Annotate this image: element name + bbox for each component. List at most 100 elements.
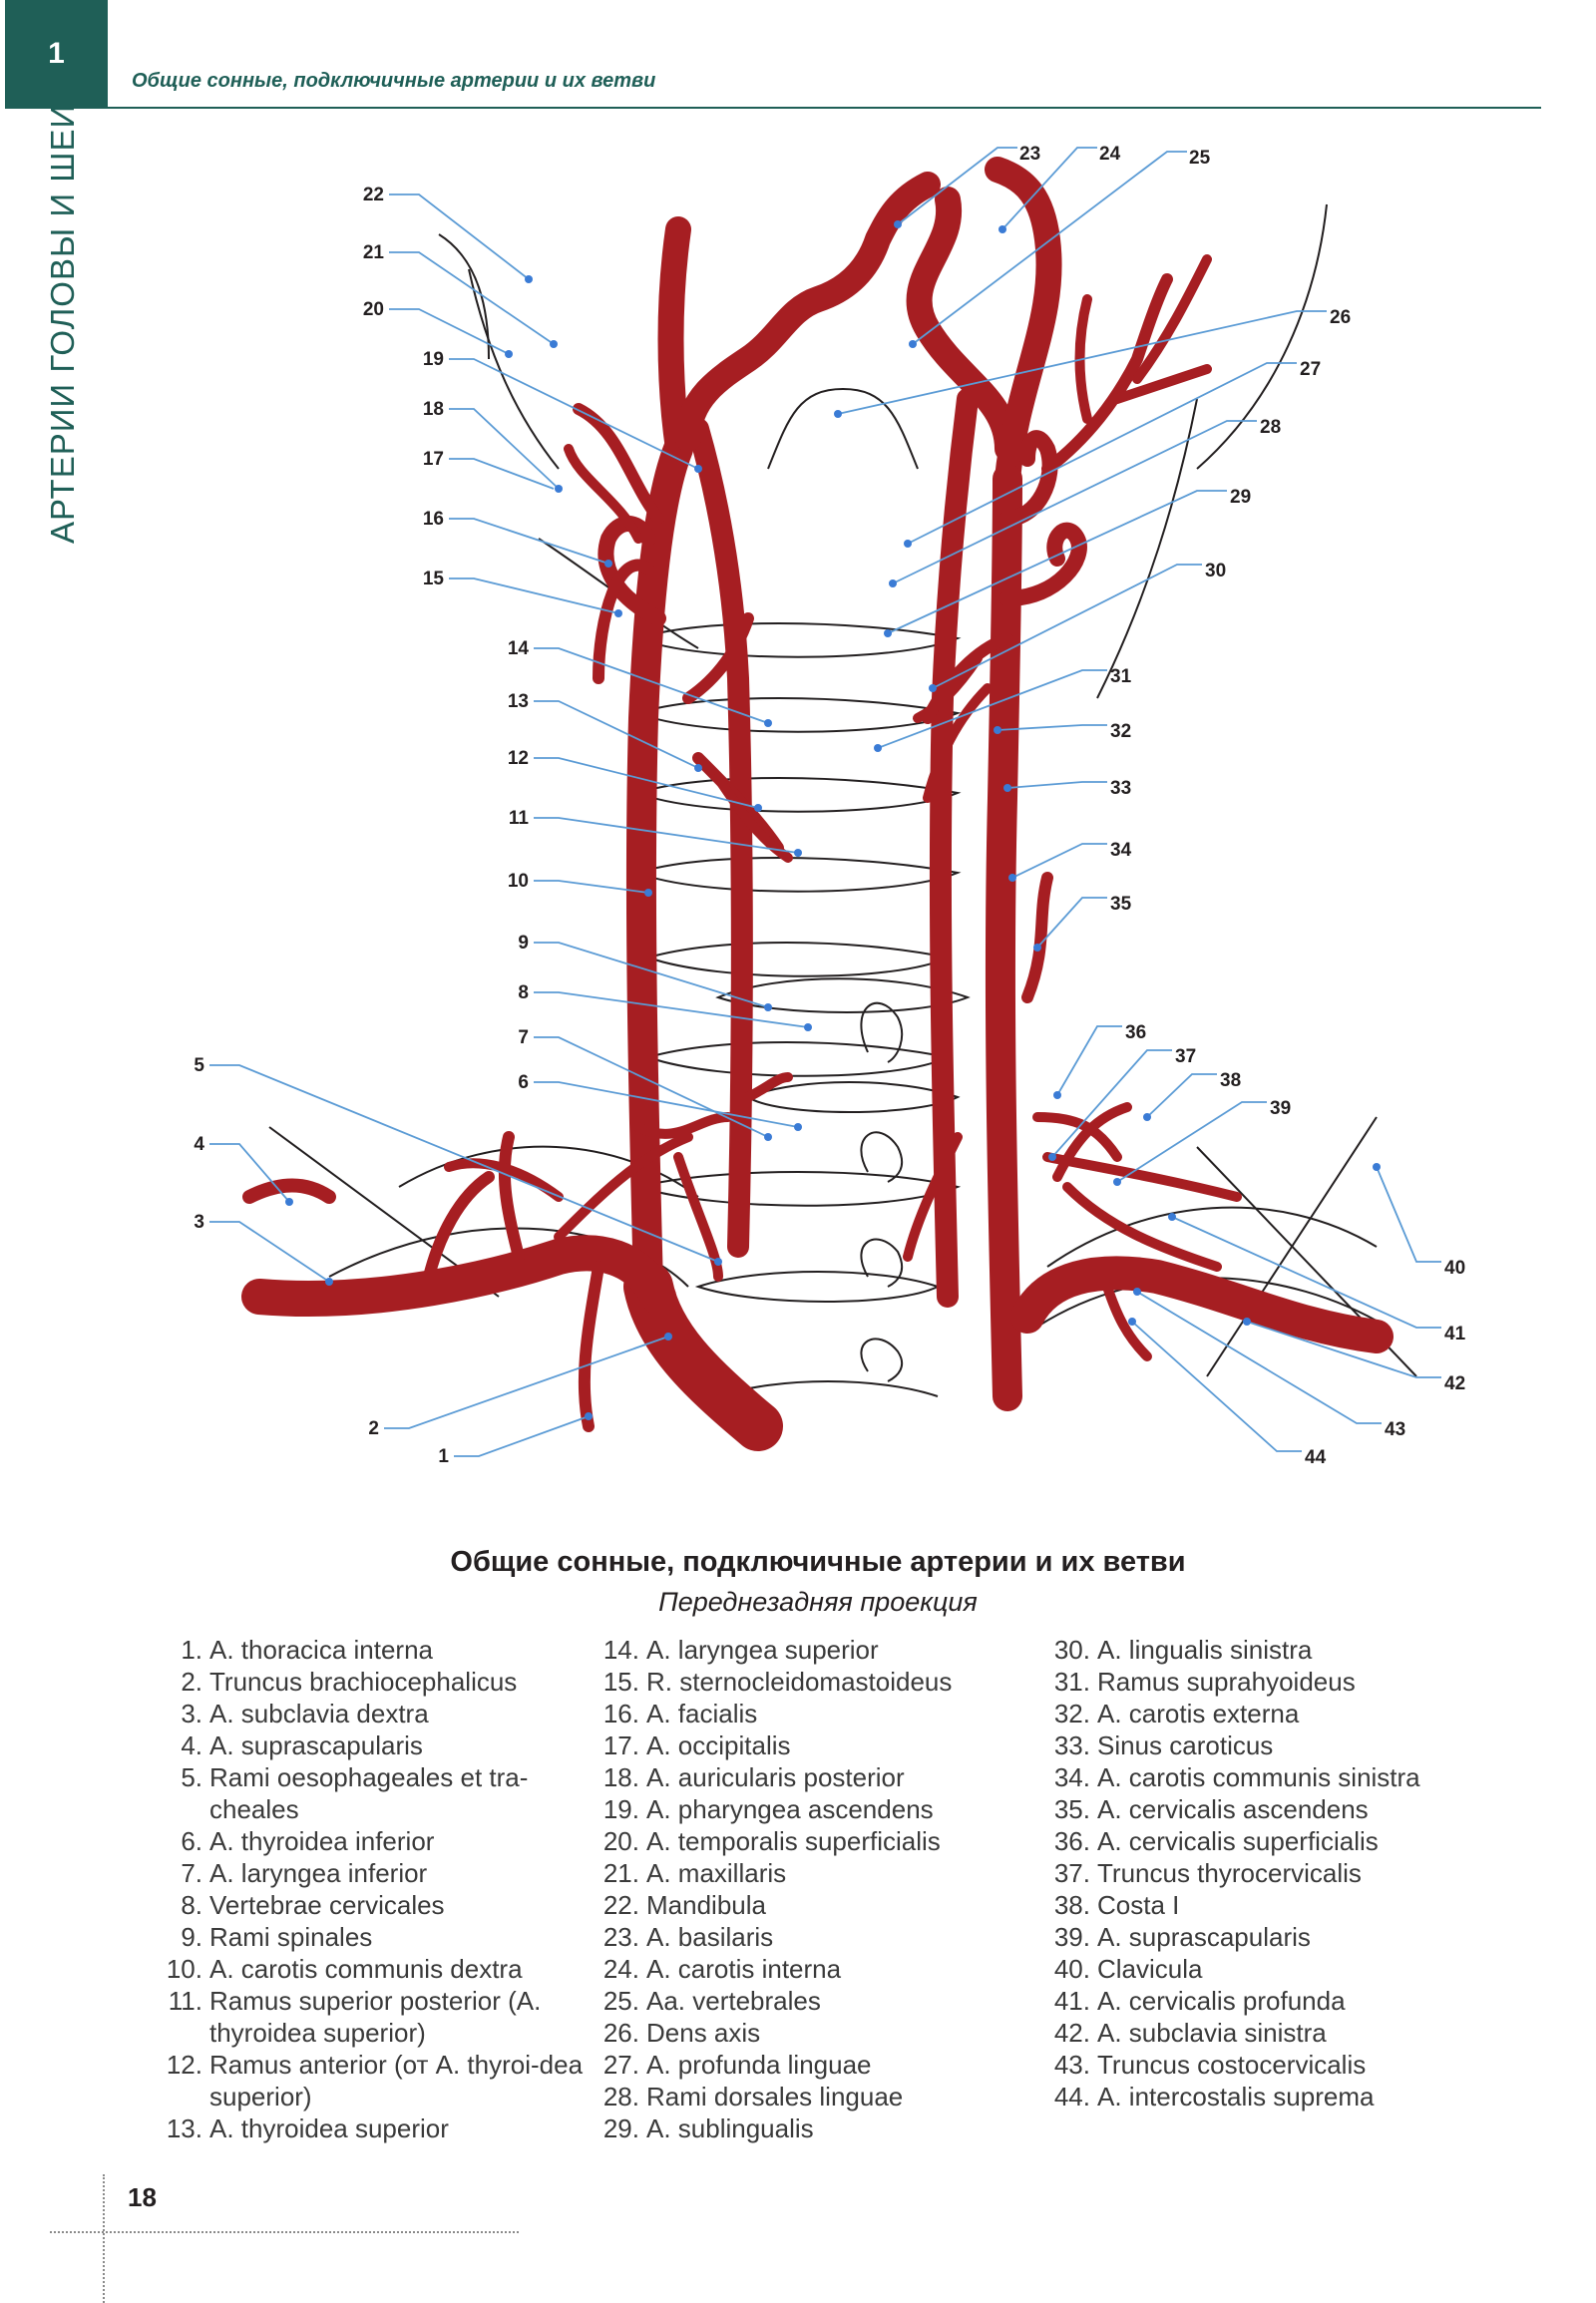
legend-item-label: R. sternocleidomastoideus — [646, 1667, 953, 1697]
legend-item: 44.A. intercostalis suprema — [1042, 2081, 1501, 2112]
legend-item-number: 19. — [602, 1794, 639, 1824]
legend-item-label: Ramus suprahyoideus — [1097, 1667, 1356, 1697]
legend-item-number: 8. — [181, 1890, 202, 1920]
legend-item-label: Vertebrae cervicales — [209, 1890, 445, 1920]
legend-item: 18.A. auricularis posterior — [592, 1761, 1050, 1793]
legend-item-number: 23. — [602, 1922, 639, 1952]
legend-item-number: 31. — [1053, 1667, 1090, 1697]
callout-number: 3 — [194, 1212, 204, 1233]
legend-item-label: A. profunda linguae — [646, 2050, 872, 2080]
legend-item-number: 11. — [168, 1986, 202, 2016]
legend-item: 34.A. carotis communis sinistra — [1042, 1761, 1501, 1793]
legend-item: 24.A. carotis interna — [592, 1953, 1050, 1985]
legend-item: 6.A. thyroidea inferior — [155, 1825, 613, 1857]
legend-item-number: 29. — [602, 2113, 639, 2143]
callout-number: 16 — [423, 509, 444, 530]
callout-number: 31 — [1110, 666, 1132, 687]
legend-item-number: 34. — [1053, 1762, 1090, 1792]
legend-item-number: 43. — [1053, 2050, 1090, 2080]
callout-number: 5 — [194, 1055, 204, 1076]
legend-item-number: 14. — [602, 1635, 639, 1665]
legend-item-label: A. cervicalis profunda — [1097, 1986, 1346, 2016]
legend-item-label: A. suprascapularis — [1097, 1922, 1311, 1952]
legend-item-number: 41. — [1053, 1986, 1090, 2016]
legend-item-label: A. temporalis superficialis — [646, 1826, 941, 1856]
legend-item: 4.A. suprascapularis — [155, 1729, 613, 1761]
legend-item: 13.A. thyroidea superior — [155, 2112, 613, 2144]
legend-item: 42.A. subclavia sinistra — [1042, 2017, 1501, 2049]
legend-item-number: 2. — [181, 1667, 202, 1697]
legend-item: 33.Sinus caroticus — [1042, 1729, 1501, 1761]
callout-number: 37 — [1175, 1046, 1196, 1067]
callout-number: 29 — [1230, 487, 1251, 508]
legend-item-number: 37. — [1053, 1858, 1090, 1888]
legend-item-label: A. subclavia sinistra — [1097, 2018, 1327, 2048]
callout-number: 18 — [423, 399, 444, 420]
callout-number: 25 — [1189, 148, 1211, 169]
legend-item-label: A. cervicalis superficialis — [1097, 1826, 1379, 1856]
legend-item-number: 44. — [1053, 2082, 1090, 2111]
legend-item: 20.A. temporalis superficialis — [592, 1825, 1050, 1857]
legend-item-label: A. intercostalis suprema — [1097, 2082, 1375, 2111]
legend-item: 36.A. cervicalis superficialis — [1042, 1825, 1501, 1857]
callout-number: 19 — [423, 349, 444, 370]
legend-item-number: 32. — [1053, 1699, 1090, 1728]
legend-item-label: A. thyroidea inferior — [209, 1826, 435, 1856]
callout-number: 28 — [1260, 417, 1281, 438]
legend-item-label: A. sublingualis — [646, 2113, 814, 2143]
legend-item-number: 1. — [181, 1635, 202, 1665]
callout-number: 8 — [518, 982, 529, 1003]
legend-item-label: A. carotis communis sinistra — [1097, 1762, 1420, 1792]
legend-item-number: 22. — [602, 1890, 639, 1920]
legend-item: 8.Vertebrae cervicales — [155, 1889, 613, 1921]
legend-item: 26.Dens axis — [592, 2017, 1050, 2049]
legend-item: 30.A. lingualis sinistra — [1042, 1634, 1501, 1666]
callout-number: 13 — [508, 691, 529, 712]
legend-item-number: 17. — [602, 1730, 639, 1760]
legend-item: 40.Clavicula — [1042, 1953, 1501, 1985]
callout-number: 26 — [1330, 307, 1351, 328]
legend-item: 14.A. laryngea superior — [592, 1634, 1050, 1666]
legend-item-number: 36. — [1053, 1826, 1090, 1856]
legend-item-label: A. carotis communis dextra — [209, 1954, 523, 1984]
callout-number: 23 — [1019, 144, 1040, 165]
legend-item-number: 9. — [181, 1922, 202, 1952]
legend-item-label: A. auricularis posterior — [646, 1762, 905, 1792]
callout-number: 14 — [508, 638, 530, 659]
chapter-number: 1 — [5, 0, 108, 107]
legend-item-label: A. subclavia dextra — [209, 1699, 429, 1728]
legend-item: 29.A. sublingualis — [592, 2112, 1050, 2144]
callout-number: 39 — [1270, 1098, 1291, 1119]
legend-item: 7.A. laryngea inferior — [155, 1857, 613, 1889]
callout-number: 11 — [509, 808, 530, 829]
legend-item-label: A. cervicalis ascendens — [1097, 1794, 1369, 1824]
legend-item-number: 4. — [181, 1730, 202, 1760]
legend-item-label: Ramus superior posterior (A. thyroidea s… — [209, 1986, 542, 2048]
legend-item-label: A. thoracica interna — [209, 1635, 434, 1665]
callout-number: 22 — [363, 185, 384, 205]
legend-item-number: 25. — [602, 1986, 639, 2016]
legend-item: 3.A. subclavia dextra — [155, 1698, 613, 1729]
legend-item-label: Costa I — [1097, 1890, 1180, 1920]
callout-number: 1 — [438, 1446, 449, 1467]
legend-item-label: A. pharyngea ascendens — [646, 1794, 934, 1824]
callout-number: 15 — [423, 569, 445, 589]
legend-item-label: A. carotis interna — [646, 1954, 842, 1984]
legend-item: 23.A. basilaris — [592, 1921, 1050, 1953]
callout-number: 9 — [518, 933, 529, 954]
callout-number: 41 — [1444, 1324, 1466, 1344]
callout-number: 42 — [1444, 1373, 1465, 1394]
legend-item: 11.Ramus superior posterior (A. thyroide… — [155, 1985, 613, 2049]
legend-item: 32.A. carotis externa — [1042, 1698, 1501, 1729]
legend-item-number: 3. — [181, 1699, 202, 1728]
callout-number: 43 — [1385, 1419, 1405, 1440]
legend-item-number: 28. — [602, 2082, 639, 2111]
legend-item-label: Aa. vertebrales — [646, 1986, 821, 2016]
legend-item-number: 30. — [1053, 1635, 1090, 1665]
callout-number: 34 — [1110, 840, 1132, 861]
legend-item: 2.Truncus brachiocephalicus — [155, 1666, 613, 1698]
legend-item-number: 26. — [602, 2018, 639, 2048]
